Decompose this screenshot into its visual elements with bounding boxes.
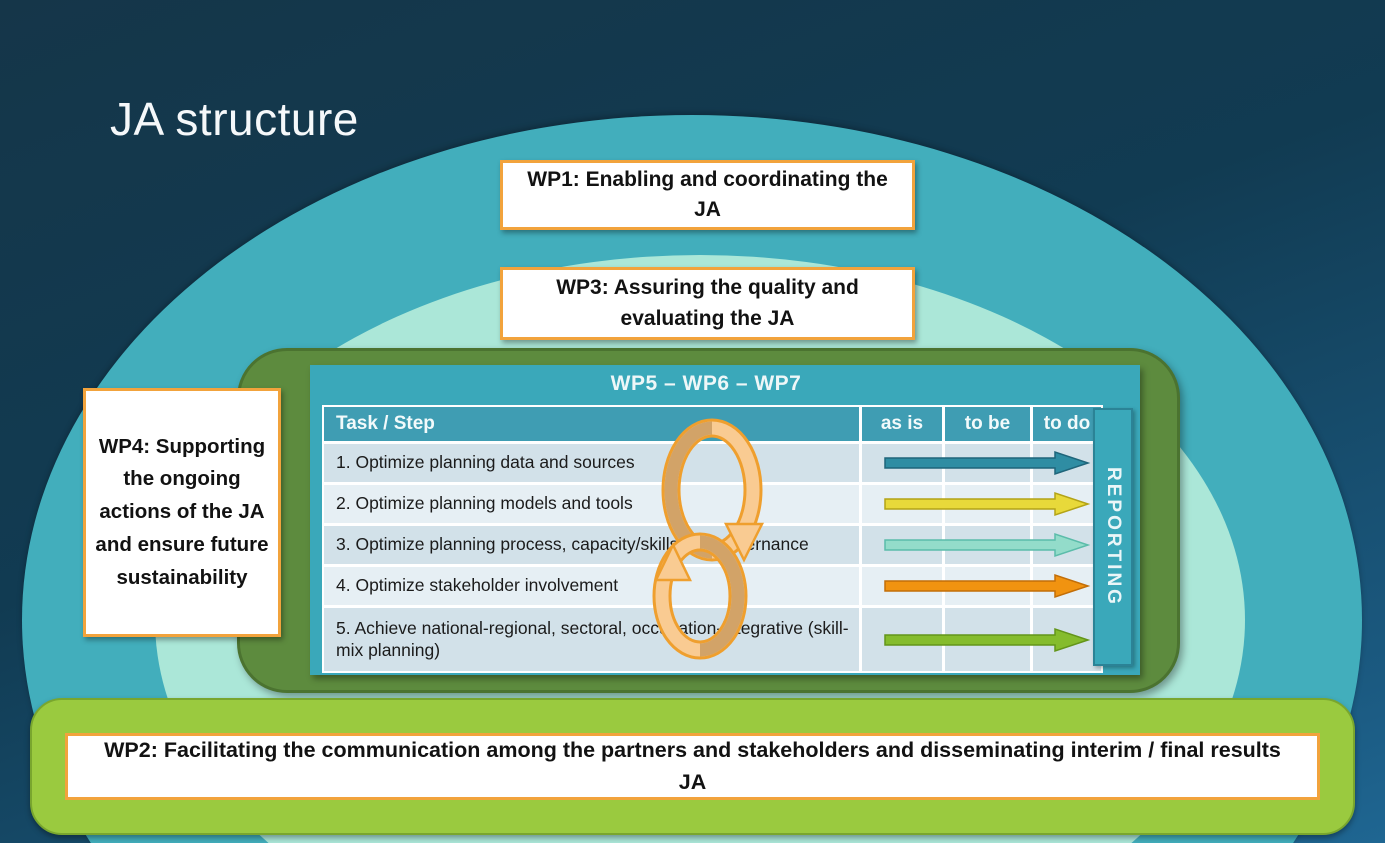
wp3-box: WP3: Assuring the quality and evaluating… xyxy=(500,267,915,340)
progress-arrow-icon xyxy=(884,532,1091,558)
column-header-task: Task / Step xyxy=(324,407,859,441)
wp1-box: WP1: Enabling and coordinating the JA xyxy=(500,160,915,230)
progress-arrow-icon xyxy=(884,450,1091,476)
progress-arrow-icon xyxy=(884,627,1091,653)
wp2-box: WP2: Facilitating the communication amon… xyxy=(65,733,1320,800)
task-cell: 2. Optimize planning models and tools xyxy=(324,485,859,523)
wp4-box: WP4: Supporting the ongoing actions of t… xyxy=(83,388,281,637)
column-header-to-do: to do xyxy=(1033,407,1101,441)
task-cell: 4. Optimize stakeholder involvement xyxy=(324,567,859,605)
progress-arrow-icon xyxy=(884,573,1091,599)
page-title: JA structure xyxy=(110,93,359,145)
reporting-label: REPORTING xyxy=(1103,467,1124,607)
progress-arrow-icon xyxy=(884,491,1091,517)
task-cell: 5. Achieve national-regional, sectoral, … xyxy=(324,608,859,671)
reporting-tab: REPORTING xyxy=(1093,408,1133,666)
task-cell: 3. Optimize planning process, capacity/s… xyxy=(324,526,859,564)
column-header-to-be: to be xyxy=(945,407,1030,441)
task-cell: 1. Optimize planning data and sources xyxy=(324,444,859,482)
panel-title: WP5 – WP6 – WP7 xyxy=(610,372,802,395)
column-header-as-is: as is xyxy=(862,407,942,441)
